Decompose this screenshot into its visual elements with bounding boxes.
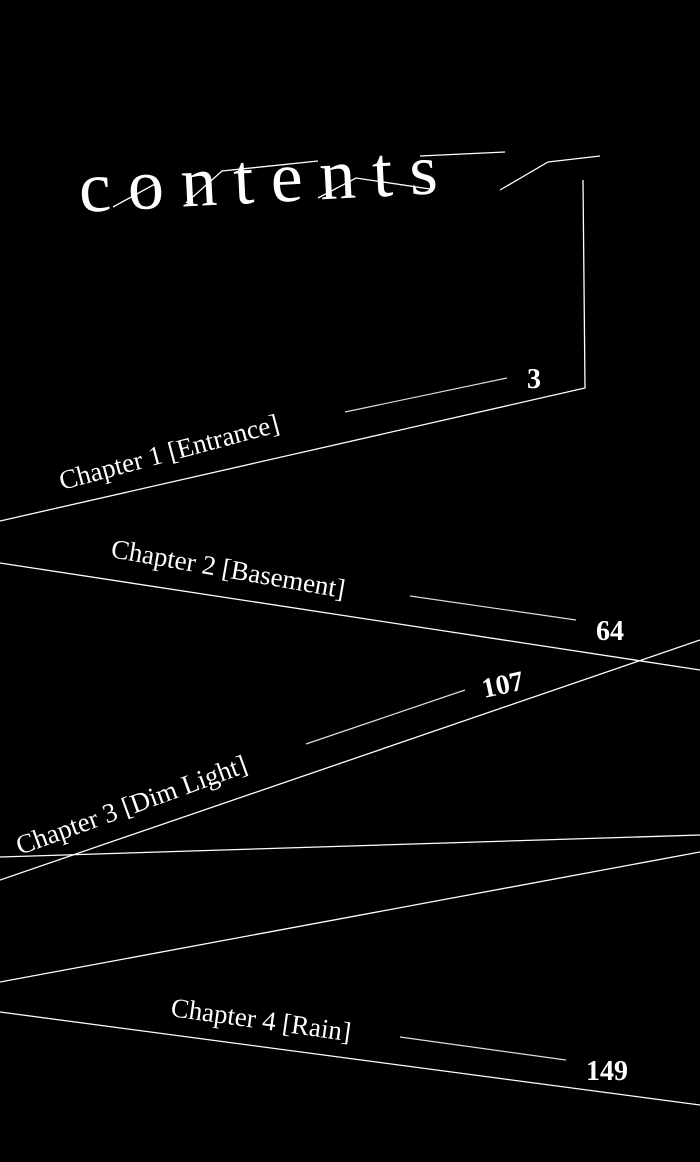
chapter-entry[interactable]: Chapter 4 [Rain] 149 (169, 992, 628, 1087)
chapter-entry[interactable]: Chapter 1 [Entrance] 3 (56, 364, 541, 496)
chapter-page: 64 (596, 616, 624, 647)
chapter-title[interactable]: Chapter 3 [Dim Light] (12, 749, 251, 861)
chapter-page: 3 (527, 364, 541, 395)
divider-line (0, 639, 700, 881)
leader-line (305, 689, 466, 745)
divider-line (0, 562, 700, 671)
chapter-entry[interactable]: Chapter 3 [Dim Light] 107 (12, 666, 527, 861)
chapter-entry[interactable]: Chapter 2 [Basement] 64 (109, 533, 624, 647)
leader-line (344, 377, 508, 413)
chapter-page: 107 (479, 666, 527, 705)
leader-line (399, 1036, 567, 1061)
divider-line (0, 834, 700, 858)
chapter-title[interactable]: Chapter 4 [Rain] (169, 992, 353, 1047)
divider-line (0, 851, 700, 983)
chapter-title[interactable]: Chapter 2 [Basement] (109, 533, 348, 604)
leader-line (409, 595, 577, 621)
divider-line (0, 1011, 700, 1106)
title-zigzag-line (0, 151, 601, 522)
contents-title: contents (77, 128, 457, 228)
chapter-page: 149 (586, 1056, 628, 1087)
